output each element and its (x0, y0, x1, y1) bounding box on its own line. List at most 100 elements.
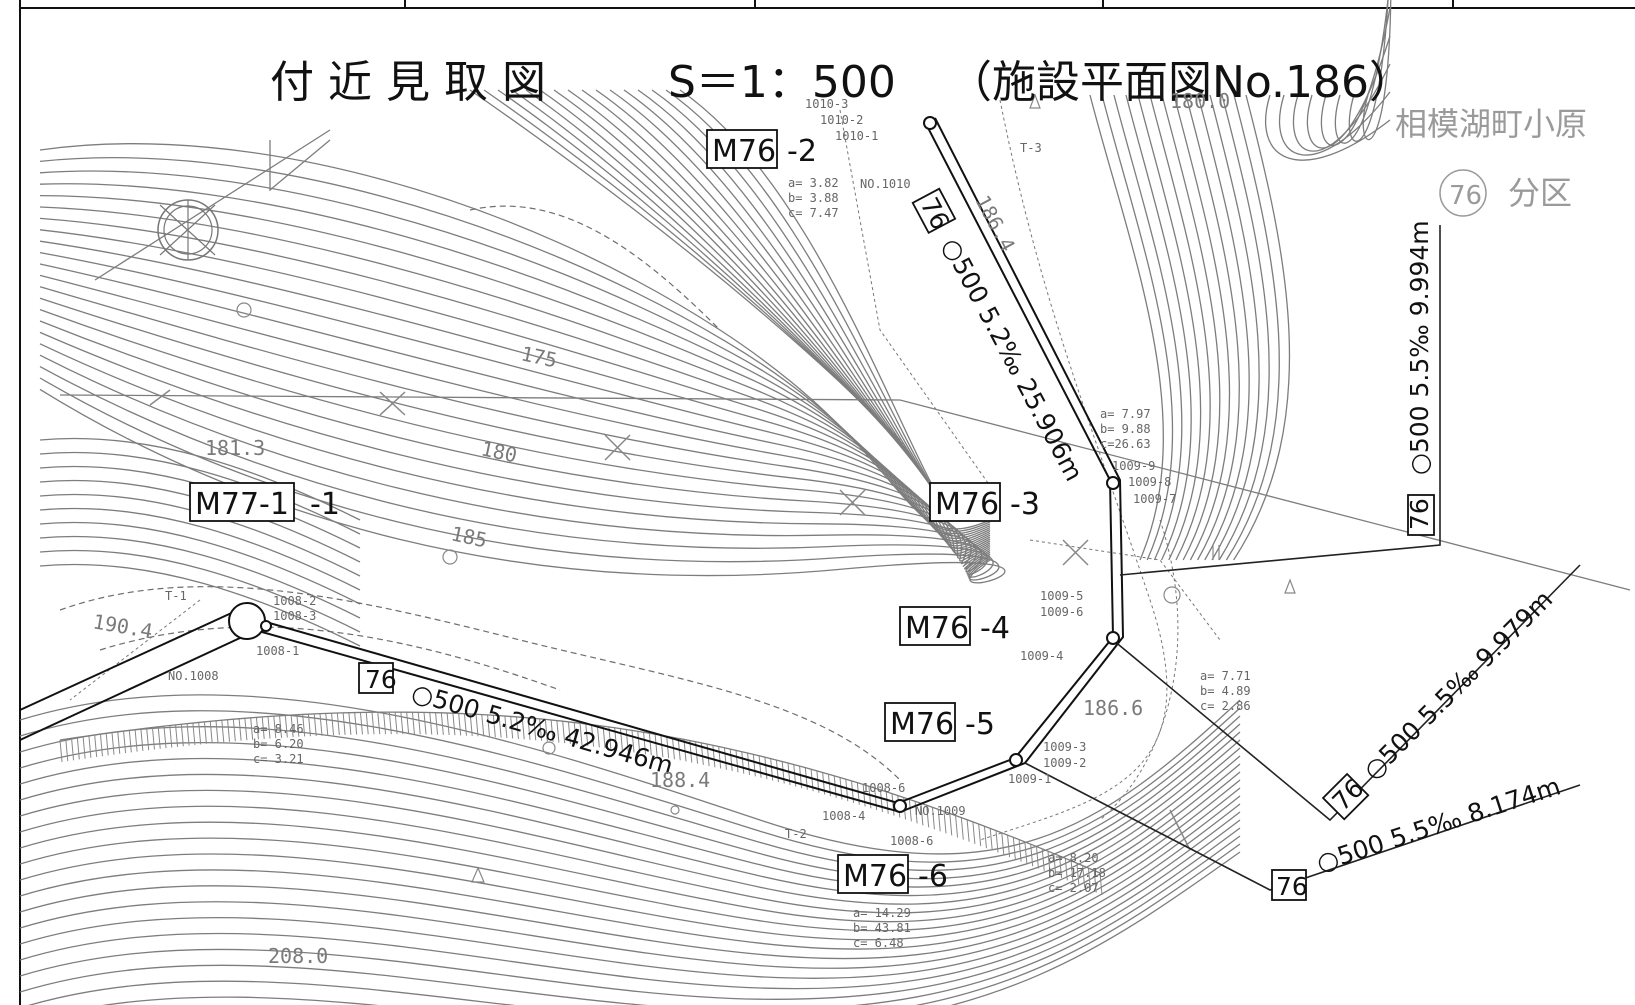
m76-5-suffix: -5 (965, 707, 995, 742)
svg-text:1009-8: 1009-8 (1128, 475, 1171, 489)
svg-text:a= 3.82: a= 3.82 (788, 176, 839, 190)
district-circle-icon (1439, 169, 1487, 217)
m76-4-box (899, 606, 971, 646)
svg-text:1008-1: 1008-1 (256, 644, 299, 658)
svg-text:b= 3.88: b= 3.88 (788, 191, 839, 205)
svg-text:b= 9.88: b= 9.88 (1100, 422, 1151, 436)
svg-text:1008-2: 1008-2 (273, 594, 316, 608)
district-tag-box-2 (911, 187, 957, 235)
elev-186-6: 186.6 (1083, 696, 1143, 720)
svg-text:T-2: T-2 (785, 827, 807, 841)
manhole-m77-1-icon (228, 602, 266, 640)
manhole-m76-4-icon (1106, 631, 1120, 645)
svg-text:T-1: T-1 (165, 589, 187, 603)
title-scale: S＝1：500 (668, 57, 896, 108)
district-tag-box-1 (358, 662, 394, 694)
title-main: 付 近 見 取 図 (270, 57, 546, 108)
svg-text:c= 2.86: c= 2.86 (1200, 699, 1251, 713)
survey-mark-icon (157, 199, 219, 261)
region-place: 相模湖町小原 (1395, 105, 1587, 143)
svg-text:1009-6: 1009-6 (1040, 605, 1083, 619)
title-facility: （施設平面図No.186） (948, 57, 1413, 108)
pipe-4-spec: ○500 5.5‰ 9.979m (1358, 585, 1559, 786)
pipe-1-tag: 76 (365, 665, 397, 694)
svg-text:T-3: T-3 (1020, 141, 1042, 155)
m76-2-id: M76 (712, 134, 776, 169)
svg-text:b= 4.89: b= 4.89 (1200, 684, 1251, 698)
m76-3-box (929, 482, 1001, 522)
contour-lines (19, 0, 1392, 1005)
pipe-4-tag: 76 (1327, 773, 1370, 816)
svg-text:1009-7: 1009-7 (1133, 492, 1176, 506)
sheet-frame (19, 0, 1635, 1005)
svg-text:c= 2.07: c= 2.07 (1048, 881, 1099, 895)
svg-text:1009-1: 1009-1 (1008, 772, 1051, 786)
embankment-hatching (59, 711, 1103, 896)
svg-text:1009-3: 1009-3 (1043, 740, 1086, 754)
pipe-5-tag: 76 (1276, 872, 1308, 901)
m77-1-box (189, 482, 295, 522)
m76-6-box (837, 854, 909, 894)
district-tag-box-5 (1271, 869, 1307, 901)
elev-180-0: 180.0 (1170, 89, 1230, 113)
region-district-number: 76 (1449, 181, 1482, 211)
m76-2-suffix: -2 (787, 134, 817, 169)
elev-190-4: 190.4 (91, 609, 154, 643)
survey-point-labels: 1010-3 1010-2 1010-1 NO.1010 T-3 1009-9 … (165, 97, 1176, 848)
manhole-m76-2-icon (923, 116, 937, 130)
svg-text:b= 6.20: b= 6.20 (253, 737, 304, 751)
cross-marks (149, 389, 1191, 851)
svg-text:1009-9: 1009-9 (1112, 459, 1155, 473)
elev-208-0: 208.0 (268, 944, 328, 968)
m76-6-id: M76 (843, 859, 907, 894)
manhole-markers (228, 116, 1120, 813)
svg-text:c=26.63: c=26.63 (1100, 437, 1151, 451)
svg-text:a= 14.29: a= 14.29 (853, 906, 911, 920)
manhole-m76-3-icon (1106, 476, 1120, 490)
elev-185: 185 (449, 521, 489, 552)
svg-text:b= 43.81: b= 43.81 (853, 921, 911, 935)
district-tag-box-3 (1407, 494, 1435, 536)
svg-text:b= 17.18: b= 17.18 (1048, 866, 1106, 880)
elev-188-4: 188.4 (650, 768, 710, 792)
svg-text:c= 6.48: c= 6.48 (853, 936, 904, 950)
svg-text:NO.1008: NO.1008 (168, 669, 219, 683)
svg-text:c= 7.47: c= 7.47 (788, 206, 839, 220)
svg-text:c= 3.21: c= 3.21 (253, 752, 304, 766)
svg-text:1008-6: 1008-6 (862, 781, 905, 795)
svg-text:1008-4: 1008-4 (822, 809, 865, 823)
pipe-3-spec: ○500 5.5‰ 9.994m (1405, 220, 1434, 475)
svg-text:NO.1010: NO.1010 (860, 177, 911, 191)
elev-180: 180 (479, 436, 519, 467)
region-district-suffix: 分区 (1508, 174, 1572, 212)
district-tag-box-4 (1321, 772, 1370, 821)
terrain-symbols (236, 93, 1296, 883)
m77-1-suffix: -1 (310, 487, 340, 522)
sewer-pipe-network (19, 117, 1581, 891)
svg-text:a= 8.20: a= 8.20 (1048, 851, 1099, 865)
m76-3-suffix: -3 (1010, 487, 1040, 522)
m76-5-box (884, 702, 956, 742)
m76-4-suffix: -4 (980, 611, 1010, 646)
pipe-3-tag: 76 (1405, 498, 1434, 530)
svg-text:a= 7.71: a= 7.71 (1200, 669, 1251, 683)
elevation-labels: 181.3 180 175 185 190.4 188.4 208.0 186.… (91, 89, 1230, 968)
svg-text:1009-2: 1009-2 (1043, 756, 1086, 770)
label-boxes (189, 129, 1487, 901)
m76-4-id: M76 (905, 611, 969, 646)
svg-text:1008-6: 1008-6 (890, 834, 933, 848)
svg-text:1010-2: 1010-2 (820, 113, 863, 127)
tie-measurements: a= 3.82 b= 3.88 c= 7.47 a= 7.97 b= 9.88 … (253, 176, 1251, 950)
manhole-m76-5-icon (1009, 753, 1023, 767)
svg-text:1008-3: 1008-3 (273, 609, 316, 623)
svg-text:1009-4: 1009-4 (1020, 649, 1063, 663)
elev-181-3: 181.3 (205, 436, 265, 460)
svg-text:NO.1009: NO.1009 (915, 804, 966, 818)
region-label: 相模湖町小原 76 分区 (1395, 105, 1587, 212)
m76-6-suffix: -6 (918, 859, 948, 894)
svg-text:1010-3: 1010-3 (805, 97, 848, 111)
svg-text:1010-1: 1010-1 (835, 129, 878, 143)
m77-1-id: M77-1 (195, 487, 289, 522)
svg-text:a= 7.97: a= 7.97 (1100, 407, 1151, 421)
